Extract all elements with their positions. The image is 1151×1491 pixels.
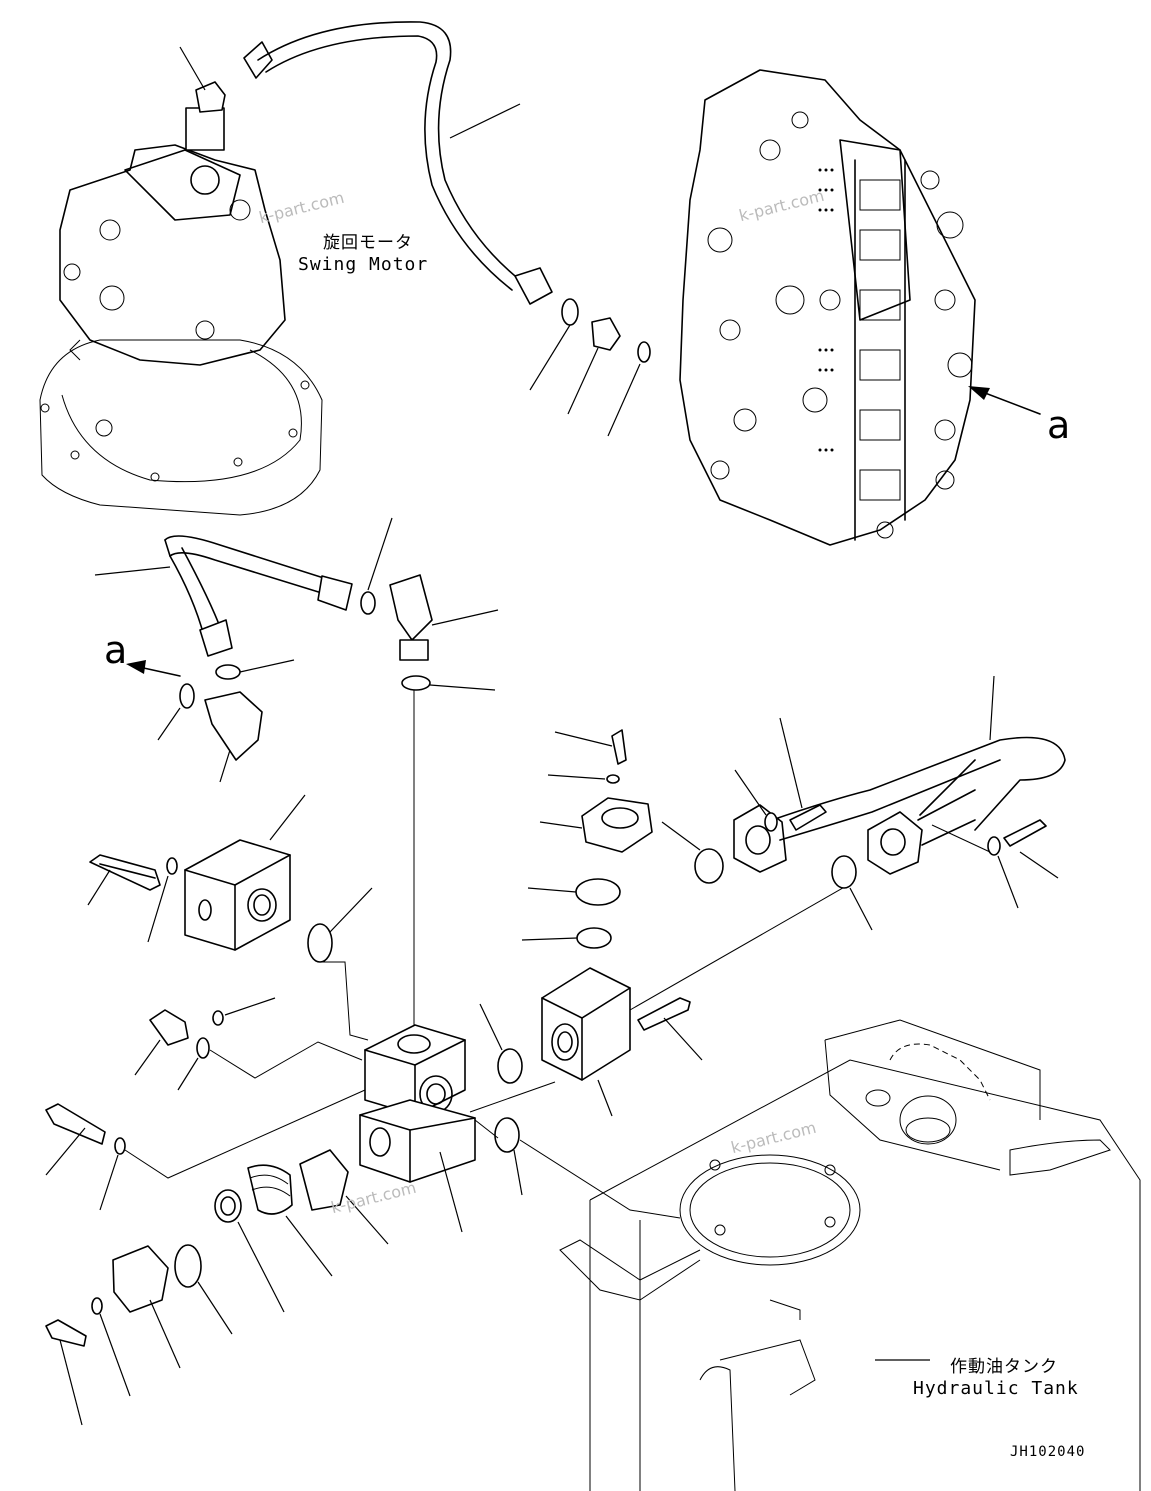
elbow-fitting-icon (157, 517, 499, 1030)
swing-motor-label-en: Swing Motor (298, 254, 429, 275)
callout-a-right: a (1047, 403, 1071, 447)
fittings-upper-icon (529, 298, 651, 437)
o-ring-left-icon (134, 887, 373, 1091)
swing-motor-icon (39, 46, 323, 516)
left-block-icon (87, 794, 306, 951)
hydraulic-tank-label-en: Hydraulic Tank (913, 1378, 1079, 1399)
drawing-code: JH102040 (1010, 1444, 1086, 1460)
hydraulic-tank-icon (559, 1019, 1141, 1491)
left-hose-icon (94, 535, 353, 677)
swing-motor-label-jp: 旋回モータ (323, 233, 413, 253)
central-valve-block-icon (359, 1024, 476, 1233)
callout-a-left: a (104, 628, 128, 672)
lower-left-parts-icon (45, 1089, 389, 1426)
hydraulic-tank-label-jp: 作動油タンク (950, 1357, 1058, 1377)
right-middle-parts-icon (469, 729, 849, 1219)
upper-hose-icon (243, 21, 553, 305)
right-hose-icon (733, 675, 1066, 931)
control-valve-icon (679, 69, 1041, 546)
